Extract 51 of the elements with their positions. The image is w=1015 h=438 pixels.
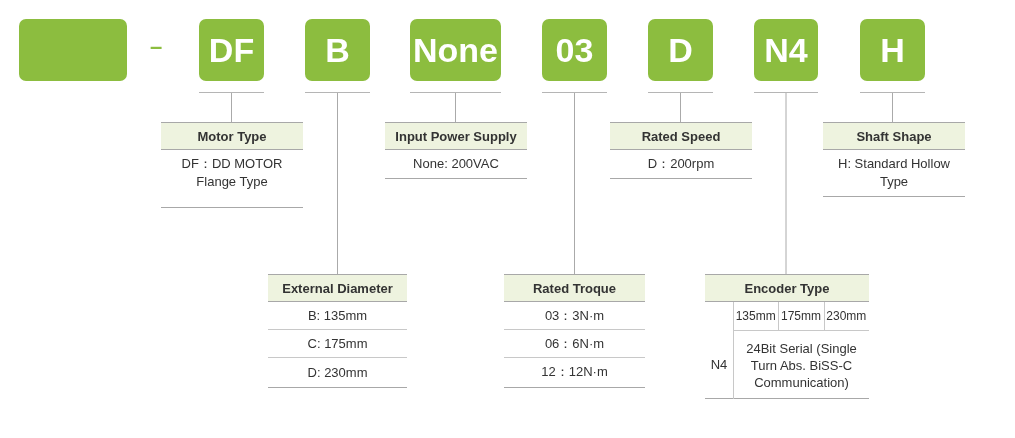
leader-line bbox=[785, 92, 787, 275]
table-cell: B: 135mm bbox=[268, 302, 407, 330]
table-header: Rated Troque bbox=[504, 274, 645, 302]
table-header: Rated Speed bbox=[610, 122, 752, 150]
table-cell-text: 175mm bbox=[780, 308, 822, 325]
table-cell: 03：3N·m bbox=[504, 302, 645, 330]
code-segment bbox=[305, 19, 370, 93]
leader-line bbox=[337, 92, 338, 275]
spec-table bbox=[705, 274, 869, 399]
leader-line bbox=[892, 92, 893, 123]
spec-table bbox=[385, 122, 527, 179]
code-segment bbox=[199, 19, 264, 93]
code-segment bbox=[860, 19, 925, 93]
table-cell-text: 135mm bbox=[734, 308, 777, 325]
table-cell-text: 230mm bbox=[825, 308, 868, 325]
table-header: Input Power Supply bbox=[385, 122, 527, 150]
code-letter: None bbox=[410, 19, 501, 81]
code-letter: H bbox=[860, 19, 925, 81]
code-segment bbox=[754, 19, 818, 93]
table-cell: C: 175mm bbox=[268, 330, 407, 358]
table-text: 24Bit Serial (Single Turn Abs. BiSS-C Communication) bbox=[745, 339, 858, 392]
table-text: DF：DD MOTOR Flange Type bbox=[180, 155, 284, 191]
spec-table bbox=[823, 122, 965, 197]
code-letter: D bbox=[648, 19, 713, 81]
table-header: External Diameter bbox=[268, 274, 407, 302]
table-header: Shaft Shape bbox=[823, 122, 965, 150]
leader-line bbox=[455, 92, 456, 123]
code-segment bbox=[542, 19, 607, 93]
table-cell: 06：6N·m bbox=[504, 330, 645, 358]
table-text: D：200rpm bbox=[646, 155, 716, 173]
table-header: Encoder Type bbox=[705, 274, 869, 302]
table-cell-text: 12：12N·m bbox=[540, 363, 609, 381]
leader-line bbox=[680, 92, 681, 123]
code-letter: DF bbox=[199, 19, 264, 81]
leader-line bbox=[574, 92, 575, 275]
code-letter: N4 bbox=[754, 19, 818, 81]
spec-table bbox=[504, 274, 645, 388]
table-cell-text: N4 bbox=[709, 356, 729, 374]
leader-line bbox=[231, 92, 232, 123]
spec-table bbox=[161, 122, 303, 208]
table-cell-text: D: 230mm bbox=[306, 363, 369, 382]
dash-separator: – bbox=[150, 34, 163, 60]
code-letter: B bbox=[305, 19, 370, 81]
table-text: H: Standard Hollow Type bbox=[837, 155, 951, 191]
code-segment bbox=[648, 19, 713, 93]
table-header: Motor Type bbox=[161, 122, 303, 150]
code-letter: 03 bbox=[542, 19, 607, 81]
table-text: None: 200VAC bbox=[412, 155, 500, 173]
code-segment bbox=[410, 19, 501, 93]
spec-table bbox=[268, 274, 407, 388]
spec-table bbox=[610, 122, 752, 179]
